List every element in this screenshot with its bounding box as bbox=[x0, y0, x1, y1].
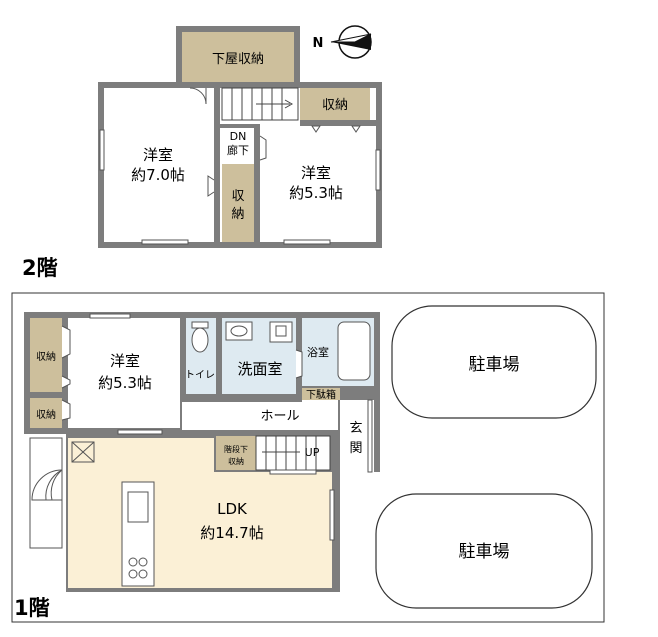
stairs-2f bbox=[221, 87, 299, 121]
under-stairs-label-1: 階段下 bbox=[224, 444, 248, 454]
entrance-label-2: 関 bbox=[349, 441, 362, 456]
up-label: UP bbox=[305, 446, 320, 459]
dn-label: DN bbox=[230, 130, 247, 143]
parking-area-1 bbox=[391, 305, 597, 419]
parking-area-2 bbox=[375, 493, 593, 609]
storage-right-label: 収納 bbox=[322, 98, 348, 113]
western-right-name: 洋室 bbox=[301, 164, 331, 182]
western-right-size: 約5.3帖 bbox=[289, 184, 343, 202]
floor-1: 収納 収納 洋室 約5.3帖 トイレ 洗面室 浴室 下駄箱 bbox=[11, 292, 605, 623]
sink-kitchen-icon bbox=[127, 491, 149, 523]
ldk-size: 約14.7帖 bbox=[200, 524, 263, 542]
storage-left-label-1: 収納 bbox=[36, 350, 56, 363]
parking-label-2: 駐車場 bbox=[459, 542, 510, 562]
floor-2-label: 2階 bbox=[22, 256, 58, 280]
closet-mid-label-2: 納 bbox=[231, 207, 244, 222]
hall-1f-label: ホール bbox=[260, 409, 299, 424]
storage-left-label-2: 収納 bbox=[36, 408, 56, 421]
under-stairs-label-2: 収納 bbox=[228, 456, 244, 466]
bathtub-icon bbox=[337, 321, 371, 381]
western-left-name: 洋室 bbox=[143, 146, 173, 164]
stove-icon bbox=[128, 557, 148, 579]
floor-1-label: 1階 bbox=[14, 596, 50, 620]
closet-mid-label-1: 収 bbox=[231, 189, 244, 204]
floor-2: 下屋収納 収納 DN 廊下 収 納 bbox=[98, 26, 382, 248]
washroom-label: 洗面室 bbox=[237, 360, 282, 378]
toilet-icon bbox=[191, 327, 209, 353]
outdoor-step bbox=[29, 437, 63, 549]
western-left-size: 約7.0帖 bbox=[131, 166, 185, 184]
compass-north-label: N bbox=[313, 36, 324, 51]
storage-top-label: 下屋収納 bbox=[212, 52, 264, 67]
ldk-name: LDK bbox=[217, 500, 248, 518]
shoe-box-label: 下駄箱 bbox=[306, 388, 336, 401]
compass-icon: N bbox=[313, 25, 372, 59]
toilet-label: トイレ bbox=[185, 370, 215, 381]
western-1f-name: 洋室 bbox=[110, 352, 140, 370]
bathroom-label: 浴室 bbox=[307, 345, 329, 359]
western-1f-size: 約5.3帖 bbox=[98, 374, 152, 392]
stairs-1f bbox=[255, 435, 331, 471]
parking-label-1: 駐車場 bbox=[469, 355, 520, 375]
hall-label: 廊下 bbox=[227, 143, 249, 157]
entrance-label-1: 玄 bbox=[349, 421, 362, 436]
